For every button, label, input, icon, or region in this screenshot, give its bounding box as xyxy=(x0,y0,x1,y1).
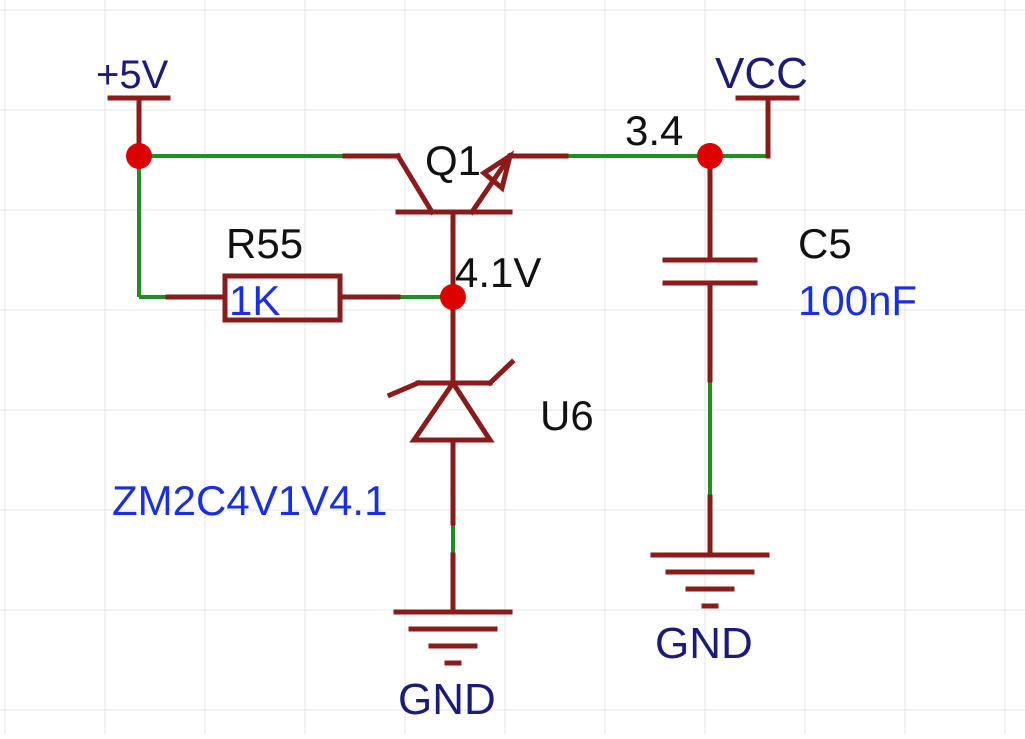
voltage-base-node: 4.1V xyxy=(455,249,541,296)
components xyxy=(107,95,800,666)
labels: +5V VCC GND GND Q1 R55 1K U6 ZM2C4V1V4.1… xyxy=(96,49,917,724)
capacitor-value: 100nF xyxy=(798,277,917,324)
gnd-symbol-capacitor[interactable] xyxy=(650,494,770,609)
net-label-gnd-capacitor: GND xyxy=(655,619,753,668)
net-label-vcc: VCC xyxy=(715,49,808,98)
net-label-gnd-zener: GND xyxy=(398,675,496,724)
resistor-value: 1K xyxy=(229,277,280,324)
junction-plus5v xyxy=(126,143,152,169)
capacitor-c5-symbol[interactable] xyxy=(662,153,758,383)
capacitor-designator: C5 xyxy=(798,220,852,267)
transistor-q1-symbol[interactable] xyxy=(342,150,569,300)
resistor-r55-symbol[interactable] xyxy=(165,273,401,323)
vcc-power-port[interactable] xyxy=(735,95,800,159)
junction-emitter-node xyxy=(697,143,723,169)
zener-u6-symbol[interactable] xyxy=(386,294,516,526)
resistor-designator: R55 xyxy=(226,220,303,267)
gnd-symbol-zener[interactable] xyxy=(393,552,513,666)
transistor-designator: Q1 xyxy=(425,137,481,184)
zener-designator: U6 xyxy=(540,392,594,439)
junctions xyxy=(126,143,723,310)
junction-base-node xyxy=(440,284,466,310)
voltage-emitter-node: 3.4 xyxy=(625,107,683,154)
zener-value: ZM2C4V1V4.1 xyxy=(112,477,387,524)
net-label-plus5v: +5V xyxy=(96,53,169,97)
